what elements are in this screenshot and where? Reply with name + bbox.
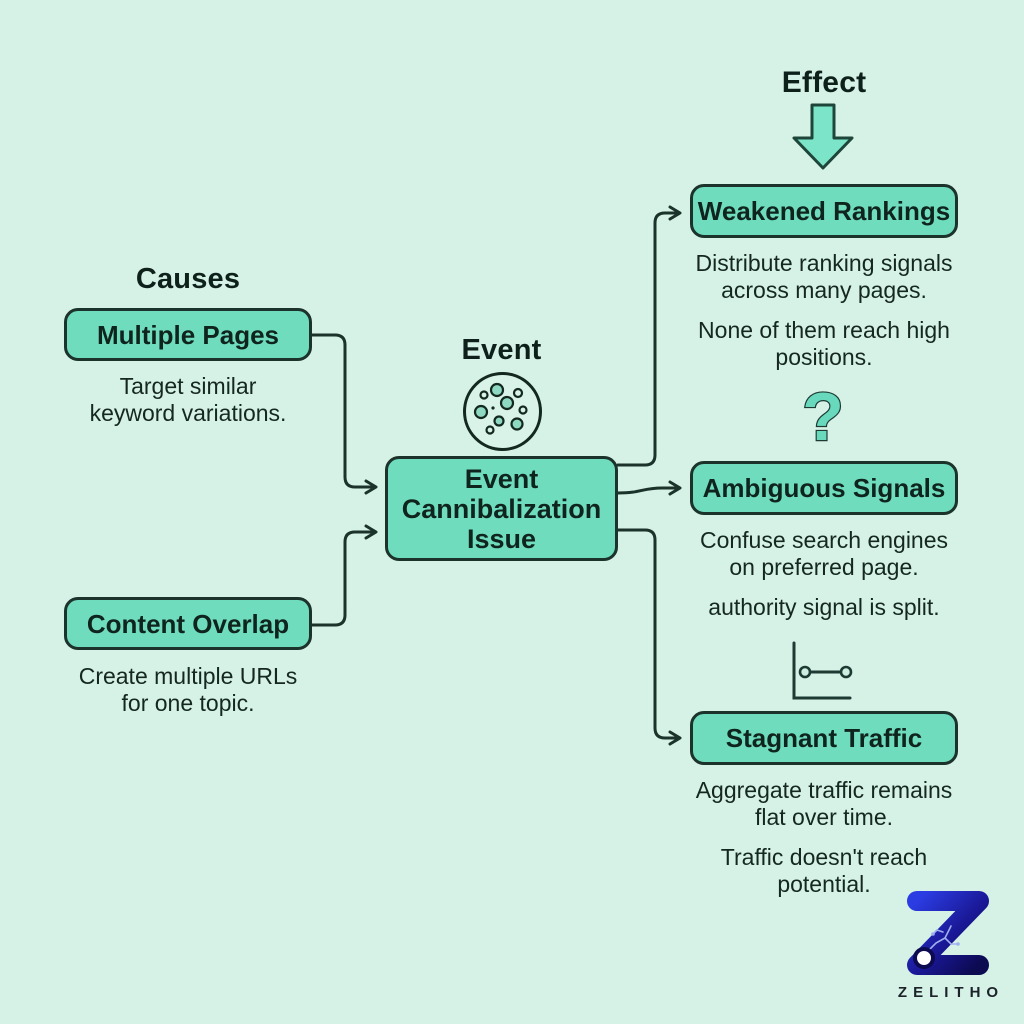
event-node-line: Issue xyxy=(466,523,537,554)
cluster-circle-icon xyxy=(463,372,542,451)
description-line: positions. xyxy=(775,344,873,370)
brand-name: ZELITHO xyxy=(897,984,1005,1001)
effect-node-label: Stagnant Traffic xyxy=(725,723,923,753)
effect-node-ambiguous-signals: Ambiguous Signals xyxy=(690,461,958,515)
effect-node-weakened-rankings: Weakened Rankings xyxy=(690,184,958,238)
event-node-line: Event xyxy=(464,463,539,494)
cause-node-label: Multiple Pages xyxy=(96,319,280,350)
zelitho-z-logo xyxy=(907,891,989,975)
content-overlap-description: Create multiple URLs for one topic. xyxy=(40,663,336,717)
description-line: keyword variations. xyxy=(89,400,287,426)
description-line: Confuse search engines xyxy=(699,527,949,553)
multiple-pages-description: Target similar keyword variations. xyxy=(40,373,336,427)
effect-node-label: Ambiguous Signals xyxy=(702,473,946,503)
event-node: Event Cannibalization Issue xyxy=(385,456,618,561)
cause-node-content-overlap: Content Overlap xyxy=(64,597,312,650)
causes-heading: Causes xyxy=(135,263,241,295)
description-line: Aggregate traffic remains xyxy=(695,777,953,803)
description-line: on preferred page. xyxy=(729,554,919,580)
stagnant-traffic-paragraph-1: Aggregate traffic remains flat over time… xyxy=(672,777,976,831)
effect-heading: Effect xyxy=(781,66,867,99)
ambiguous-signals-paragraph-2: authority signal is split. xyxy=(672,594,976,621)
stagnant-traffic-paragraph-2: Traffic doesn't reach potential. xyxy=(672,844,976,898)
cause-node-label: Content Overlap xyxy=(86,608,290,639)
effect-node-stagnant-traffic: Stagnant Traffic xyxy=(690,711,958,765)
block-down-arrow-icon xyxy=(792,103,854,170)
description-line: for one topic. xyxy=(121,690,255,716)
description-line: Traffic doesn't reach xyxy=(720,844,928,870)
flat-line-chart-icon xyxy=(792,641,853,700)
weakened-rankings-paragraph-2: None of them reach high positions. xyxy=(672,317,976,371)
question-mark-icon: ? xyxy=(801,378,845,456)
description-line: Target similar xyxy=(119,373,257,399)
description-line: across many pages. xyxy=(721,277,927,303)
event-heading: Event xyxy=(461,334,542,366)
description-line: None of them reach high xyxy=(698,317,950,343)
cause-node-multiple-pages: Multiple Pages xyxy=(64,308,312,361)
ambiguous-signals-paragraph-1: Confuse search engines on preferred page… xyxy=(672,527,976,581)
description-line: potential. xyxy=(777,871,871,897)
description-line: authority signal is split. xyxy=(708,594,940,620)
svg-text:?: ? xyxy=(802,379,844,455)
effect-node-label: Weakened Rankings xyxy=(697,196,951,226)
description-line: flat over time. xyxy=(754,804,894,830)
event-node-line: Cannibalization xyxy=(401,493,602,524)
description-line: Create multiple URLs xyxy=(78,663,298,689)
weakened-rankings-paragraph-1: Distribute ranking signals across many p… xyxy=(672,250,976,304)
description-line: Distribute ranking signals xyxy=(695,250,953,276)
